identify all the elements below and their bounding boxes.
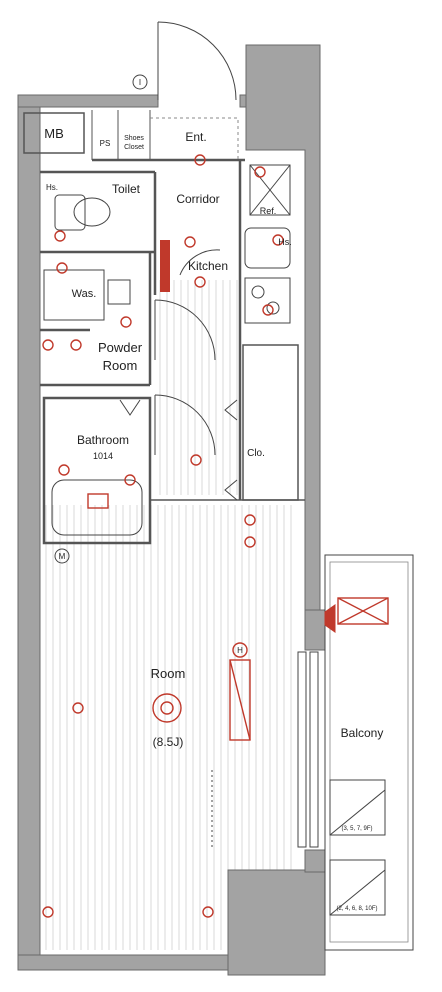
right-wall-mid [304,609,326,651]
closet-small-label: Closet [124,144,144,151]
electrical-marks [42,154,284,918]
right-wall-low [304,849,326,873]
labels: MB PS Shoes Closet Ent. Toilet Corridor … [44,126,383,912]
corridor-label: Corridor [176,192,219,206]
bathroom-size-label: 1014 [93,451,113,461]
ceiling-light-icon [152,693,182,723]
refrigerator-label: Ref. [260,206,277,216]
outlet-icon [244,514,256,526]
room-fixtures [152,659,251,850]
ac-unit-2-label: (2, 4, 6, 8, 10F) [336,906,377,912]
shoes-label: Shoes [124,135,144,142]
m-mark: M [59,552,66,561]
washer-label: Was. [72,288,97,300]
i-mark: I [139,78,141,87]
balcony-window [297,651,319,848]
circle-symbols: I M H [54,74,248,658]
aircon-icon [229,659,251,741]
hs-kitchen-label: Hs. [278,237,292,247]
burner-icon [251,285,265,299]
outlet-icon [58,464,70,476]
powder-label: Powder [98,340,143,355]
washer-fixture [43,269,131,321]
heater-outlet-icon [232,642,248,658]
kitchen-counter-mark [160,240,170,292]
water-heater-icon [337,597,389,625]
outlet-icon [124,474,136,486]
balcony-area [324,554,414,951]
outlet-icon [202,906,214,918]
mb-label: MB [44,126,64,141]
outlet-icon [194,276,206,288]
bottom-wall [17,954,229,971]
bathroom-label: Bathroom [77,433,129,447]
entrance-door [157,21,237,101]
outlet-icon [272,234,284,246]
entrance-area [150,117,240,160]
toilet-label: Toilet [112,182,141,196]
outlet-icon [262,304,274,316]
outlet-icon [120,316,132,328]
room-label: Room [151,666,186,681]
ps-label: PS [100,139,111,148]
powder-room-label: Room [103,358,138,373]
right-column-top [245,44,321,611]
stove [244,277,291,324]
outlet-icon [42,339,54,351]
entrance-label: Ent. [185,130,206,144]
meter-icon [54,548,70,564]
kitchen-fixtures [160,227,291,324]
outlet-icon [42,906,54,918]
interior-doors [119,249,238,501]
room-size-label: (8.5J) [153,735,184,749]
outlet-icon [54,230,66,242]
left-wall [17,94,41,971]
walls [17,44,326,976]
ac-outdoor-unit-1 [329,779,386,836]
kitchen-label: Kitchen [188,259,228,273]
outlet-icon [194,154,206,166]
balcony-label: Balcony [341,726,384,740]
toilet-fixture [54,194,111,231]
intercom-icon [132,74,148,90]
right-column-bottom [227,869,326,976]
partitions [23,110,305,545]
ac-unit-1-label: (3, 5, 7, 9F) [341,826,372,832]
h-mark: H [237,646,243,655]
outlet-icon [70,339,82,351]
closet-label: Clo. [247,448,265,459]
outlet-icon [184,236,196,248]
outlet-icon [72,702,84,714]
outlet-icon [190,454,202,466]
kitchen-sink [244,227,291,269]
burner-icon [266,301,280,315]
ac-outdoor-unit-2 [329,859,386,916]
top-wall-left [17,94,159,108]
outlet-icon [244,536,256,548]
room-floor-hatch [45,280,292,950]
outlet-icon [56,262,68,274]
toilet-bowl-icon [73,197,111,227]
bathtub [51,479,143,536]
hs-toilet-label: Hs. [46,183,58,192]
refrigerator-space [249,164,291,216]
outlet-icon [254,166,266,178]
